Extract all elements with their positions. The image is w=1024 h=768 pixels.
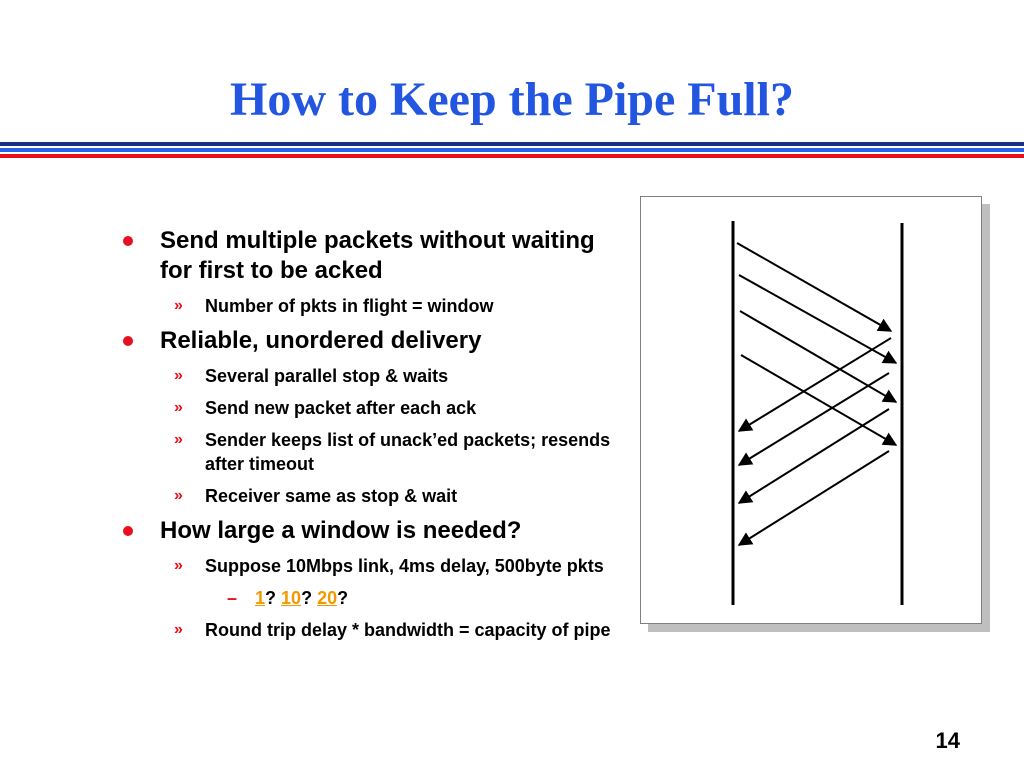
ack-arrow [737, 337, 892, 432]
window-options: – 1? 10? 20? [120, 586, 620, 610]
sub-bullet-text: Several parallel stop & waits [205, 366, 449, 386]
sub-bullet-item: » Number of pkts in flight = window [120, 294, 620, 318]
option-suffix: ? [337, 588, 349, 608]
option-suffix: ? [301, 588, 313, 608]
ack-arrow [737, 372, 890, 466]
window-option: 20 [317, 588, 338, 608]
header-stripes [0, 142, 1024, 158]
sub-bullet-text: Number of pkts in flight = window [205, 296, 494, 316]
chevron-marker-icon: » [174, 431, 183, 448]
ack-arrow [737, 450, 890, 546]
sub-bullet-text: Sender keeps list of unack’ed packets; r… [205, 430, 611, 474]
page-number: 14 [935, 728, 960, 753]
stripe-navy [0, 142, 1024, 146]
sub-bullet-text: Round trip delay * bandwidth = capacity … [205, 620, 611, 640]
bullet-dot-icon [123, 236, 133, 246]
bullet-dot-icon [123, 526, 133, 536]
bullet-item: How large a window is needed? [120, 516, 620, 546]
option-suffix: ? [265, 588, 277, 608]
bullet-list: Send multiple packets without waiting fo… [120, 226, 620, 650]
window-option: 10 [281, 588, 302, 608]
chevron-marker-icon: » [174, 367, 183, 384]
timing-diagram [640, 196, 982, 624]
sub-bullet-item: » Sender keeps list of unack’ed packets;… [120, 428, 620, 476]
dash-marker-icon: – [227, 588, 238, 608]
packet-arrow [738, 274, 898, 364]
sub-bullet-item: » Suppose 10Mbps link, 4ms delay, 500byt… [120, 554, 620, 578]
chevron-marker-icon: » [174, 557, 183, 574]
ack-arrow [737, 408, 890, 504]
chevron-marker-icon: » [174, 399, 183, 416]
stripe-red [0, 154, 1024, 158]
bullet-item: Send multiple packets without waiting fo… [120, 226, 620, 286]
packet-arrow [740, 354, 898, 446]
sub-bullet-item: » Round trip delay * bandwidth = capacit… [120, 618, 620, 642]
sub-bullet-item: » Send new packet after each ack [120, 396, 620, 420]
bullet-item: Reliable, unordered delivery [120, 326, 620, 356]
bullet-dot-icon [123, 336, 133, 346]
sub-bullet-text: Suppose 10Mbps link, 4ms delay, 500byte … [205, 556, 604, 576]
packet-arrow [736, 242, 893, 332]
bullet-text: Reliable, unordered delivery [160, 327, 482, 354]
sub-bullet-item: » Receiver same as stop & wait [120, 484, 620, 508]
bullet-text: Send multiple packets without waiting fo… [160, 227, 595, 284]
window-option: 1 [255, 588, 266, 608]
chevron-marker-icon: » [174, 297, 183, 314]
chevron-marker-icon: » [174, 621, 183, 638]
chevron-marker-icon: » [174, 487, 183, 504]
sub-bullet-text: Send new packet after each ack [205, 398, 477, 418]
bullet-text: How large a window is needed? [160, 517, 522, 544]
sub-bullet-item: » Several parallel stop & waits [120, 364, 620, 388]
stripe-blue [0, 148, 1024, 152]
packet-arrow [739, 310, 898, 403]
slide-title: How to Keep the Pipe Full? [230, 73, 794, 126]
sub-bullet-text: Receiver same as stop & wait [205, 486, 458, 506]
timing-diagram-svg [731, 221, 904, 605]
